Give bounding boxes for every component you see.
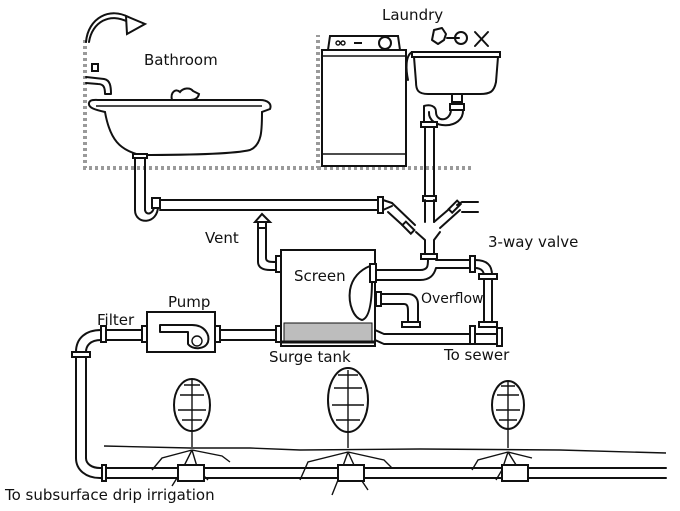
ground-line <box>103 445 667 454</box>
drip-irrigation-pipe <box>75 457 667 482</box>
label-vent: Vent <box>205 229 239 247</box>
rubber-duck-icon <box>170 87 201 101</box>
label-screen: Screen <box>294 267 346 285</box>
label-to-drip-irrigation: To subsurface drip irrigation <box>4 486 215 504</box>
bath-drain-pipe <box>132 153 161 222</box>
screen-bag-inlet <box>369 263 377 283</box>
laundry-p-trap <box>420 93 465 201</box>
emitter-3 <box>501 464 529 482</box>
label-three-way-valve: 3-way valve <box>488 233 578 251</box>
bathtub-icon <box>87 98 272 157</box>
vent-pipe <box>252 212 282 273</box>
washing-machine-icon <box>321 35 407 167</box>
bath-faucet-icon <box>85 63 112 95</box>
screen-bag-icon <box>348 264 374 322</box>
emitter-2 <box>337 464 365 482</box>
laundry-sink-icon <box>405 27 501 95</box>
label-overflow: Overflow <box>421 291 484 307</box>
shower-head-icon <box>85 12 148 43</box>
bathroom-room-boundary <box>83 35 320 170</box>
filter-pipe <box>71 325 148 459</box>
label-filter: Filter <box>97 311 135 329</box>
label-laundry: Laundry <box>382 6 443 24</box>
three-way-valve-icon <box>415 195 479 260</box>
label-surge-tank: Surge tank <box>269 348 351 366</box>
pump-icon <box>146 311 216 353</box>
overflow-pipe <box>375 291 421 328</box>
drain-main-pipe <box>159 196 416 236</box>
filter-icon <box>100 325 107 343</box>
label-bathroom: Bathroom <box>144 51 218 69</box>
diversion-pipes <box>375 255 498 328</box>
sewer-pipe <box>374 325 503 347</box>
label-to-sewer: To sewer <box>443 346 510 364</box>
label-pump: Pump <box>168 293 210 311</box>
pump-outlet-pipe <box>214 325 282 343</box>
emitter-1 <box>177 464 205 482</box>
